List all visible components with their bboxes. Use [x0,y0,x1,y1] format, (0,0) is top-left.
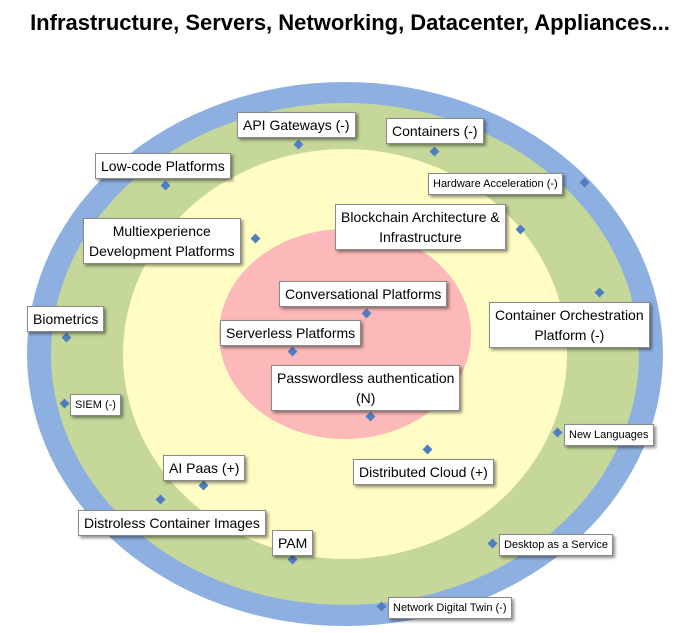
label-desktop-as-a-service: Desktop as a Service [499,534,613,556]
low-code-platforms-text: Low-code Platforms [101,158,225,174]
label-biometrics: Biometrics [27,306,105,332]
label-new-languages: New Languages [564,424,654,446]
distributed-cloud-text: Distributed Cloud (+) [359,464,488,480]
passwordless-text-line2: (N) [356,390,376,406]
multiexperience-text-line2: Development Platforms [89,243,235,259]
diagram-title: Infrastructure, Servers, Networking, Dat… [30,10,670,35]
label-low-code-platforms: Low-code Platforms [95,153,231,179]
ai-paas-text: AI Paas (+) [169,460,240,476]
distroless-text: Distroless Container Images [84,515,260,531]
api-gateways-text: API Gateways (-) [243,117,350,133]
label-ai-paas: AI Paas (+) [163,455,246,481]
label-multiexperience: Multiexperience Development Platforms [83,218,241,264]
label-api-gateways: API Gateways (-) [237,112,356,138]
label-passwordless: Passwordless authentication (N) [271,365,461,411]
container-orchestration-text-line2: Platform (-) [534,327,605,343]
label-distributed-cloud: Distributed Cloud (+) [353,459,494,485]
pam-text: PAM [278,535,308,551]
label-hardware-acceleration: Hardware Acceleration (-) [428,173,563,195]
label-containers: Containers (-) [386,118,484,144]
label-conversational-platforms: Conversational Platforms [279,281,448,307]
desktop-as-a-service-text: Desktop as a Service [504,539,608,551]
siem-text: SIEM (-) [75,399,116,411]
conversational-platforms-text: Conversational Platforms [285,286,442,302]
containers-text: Containers (-) [392,123,478,139]
biometrics-text: Biometrics [33,311,99,327]
hardware-acceleration-text: Hardware Acceleration (-) [433,178,558,190]
label-network-digital-twin: Network Digital Twin (-) [388,597,512,619]
blockchain-text-line2: Infrastructure [379,229,462,245]
new-languages-text: New Languages [569,429,649,441]
passwordless-text-line1: Passwordless authentication [277,370,455,386]
network-digital-twin-text: Network Digital Twin (-) [393,602,507,614]
container-orchestration-text-line1: Container Orchestration [495,307,644,323]
label-blockchain: Blockchain Architecture & Infrastructure [335,204,506,250]
label-pam: PAM [272,530,314,556]
label-container-orchestration: Container Orchestration Platform (-) [489,302,650,348]
blockchain-text-line1: Blockchain Architecture & [341,209,500,225]
serverless-platforms-text: Serverless Platforms [226,325,356,341]
multiexperience-text-line1: Multiexperience [112,223,211,239]
label-serverless-platforms: Serverless Platforms [220,320,362,346]
label-distroless: Distroless Container Images [78,510,266,536]
label-siem: SIEM (-) [70,394,121,416]
